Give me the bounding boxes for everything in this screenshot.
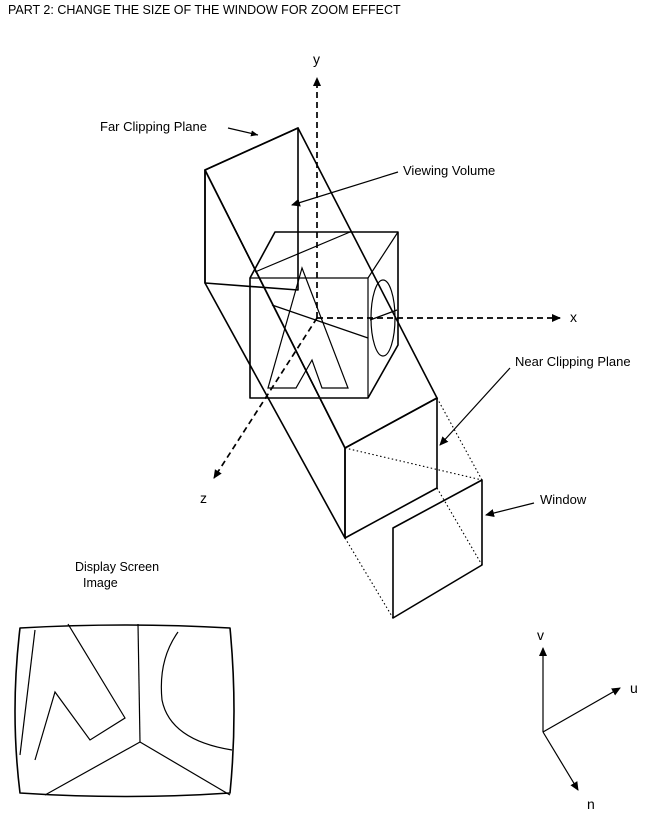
world-axes: y x z xyxy=(200,51,577,506)
u-axis-label: u xyxy=(630,680,638,696)
far-clipping-plane-face xyxy=(204,127,299,291)
window-label: Window xyxy=(540,492,587,507)
v-axis-label: v xyxy=(537,627,544,643)
volume-left-face xyxy=(204,169,346,539)
display-screen: Display Screen Image xyxy=(14,560,235,798)
viewing-volume-pointer xyxy=(291,171,399,207)
near-clipping-plane-label: Near Clipping Plane xyxy=(515,354,631,369)
far-clipping-plane-pointer xyxy=(227,127,259,137)
x-axis-label: x xyxy=(570,309,577,325)
far-clipping-plane-label: Far Clipping Plane xyxy=(100,119,207,134)
n-axis xyxy=(542,731,579,791)
diagram-title: PART 2: CHANGE THE SIZE OF THE WINDOW FO… xyxy=(8,3,401,17)
window-pointer xyxy=(485,502,535,517)
cube-silhouette xyxy=(249,231,399,399)
display-screen-label-line1: Display Screen xyxy=(75,560,159,574)
viewing-volume xyxy=(204,127,438,539)
projection-window xyxy=(344,397,483,619)
display-screen-frame xyxy=(14,624,235,798)
pyramid-object xyxy=(267,266,369,389)
display-screen-label-line2: Image xyxy=(83,576,118,590)
viewing-volume-label: Viewing Volume xyxy=(403,163,495,178)
callouts: Far Clipping Plane Viewing Volume Near C… xyxy=(100,119,631,517)
z-axis xyxy=(213,317,318,479)
near-clipping-plane-pointer xyxy=(439,367,511,446)
near-clipping-plane-face xyxy=(344,397,438,539)
view-axes: v u n xyxy=(537,627,638,812)
window-plane xyxy=(392,479,483,619)
u-axis xyxy=(542,687,621,733)
z-axis-label: z xyxy=(200,490,207,506)
n-axis-label: n xyxy=(587,796,595,812)
y-axis-label: y xyxy=(313,51,320,67)
pyramid-outline xyxy=(267,266,349,389)
